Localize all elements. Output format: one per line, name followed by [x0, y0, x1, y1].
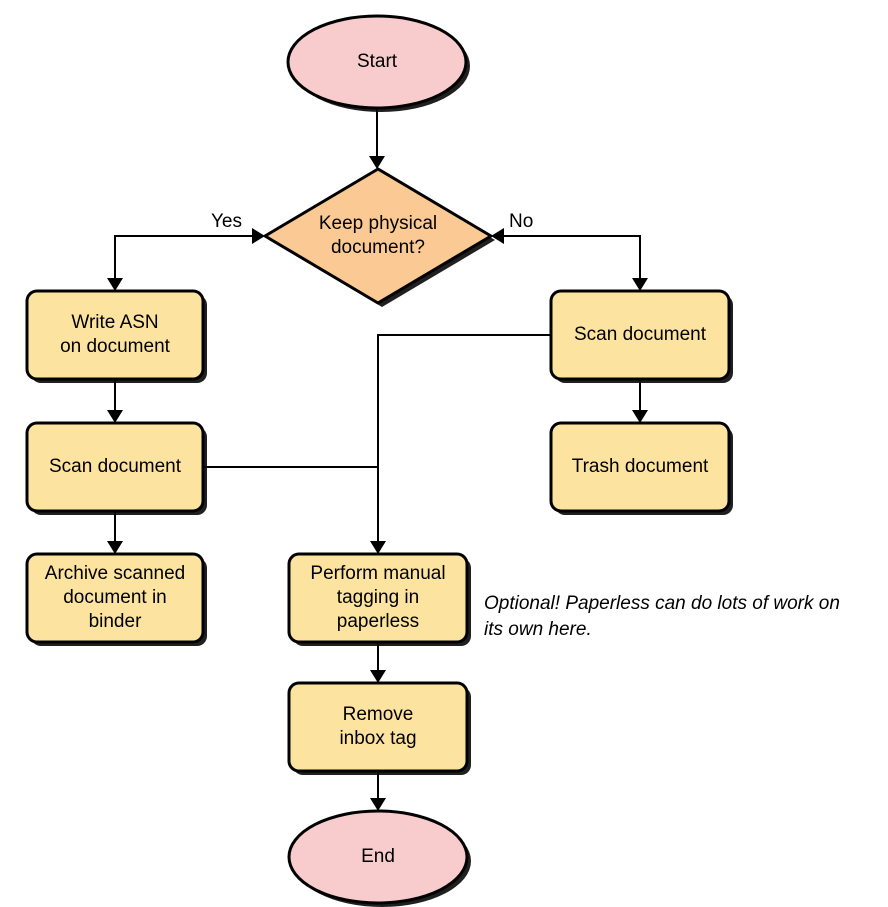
node-label: document?: [331, 237, 425, 258]
edge-scan-left-to-archive: [107, 511, 123, 554]
annotations-layer: Optional! Paperless can do lots of work …: [484, 593, 840, 640]
node-label: Remove: [343, 704, 414, 725]
process-shape[interactable]: [287, 552, 469, 644]
edge-scan-right-to-manual-tagging: [370, 334, 551, 554]
node-scan-document-right[interactable]: Scan document: [549, 289, 733, 383]
annotation-optional-note: Optional! Paperless can do lots of work …: [484, 593, 840, 640]
edge-decision-no-to-scan-right: No: [491, 211, 648, 291]
arrowhead-icon: [370, 798, 386, 811]
node-label: Trash document: [572, 456, 709, 477]
node-label: Perform manual: [310, 563, 445, 584]
edge-line: [377, 334, 551, 551]
node-perform-manual-tagging-in-paperless[interactable]: Perform manual tagging in paperless: [287, 552, 471, 646]
node-label: inbox tag: [339, 728, 416, 749]
process-shape[interactable]: [25, 421, 205, 513]
arrowhead-icon: [252, 228, 265, 244]
arrowhead-icon: [107, 410, 123, 423]
node-label: document in: [63, 587, 167, 608]
node-label: Start: [357, 51, 398, 72]
node-write-asn-on-document[interactable]: Write ASN on document: [25, 289, 207, 383]
node-label: Write ASN: [71, 312, 158, 333]
node-trash-document[interactable]: Trash document: [549, 421, 733, 515]
arrowhead-icon: [370, 541, 386, 554]
node-label: on document: [60, 336, 171, 357]
terminator-shape[interactable]: [287, 809, 469, 905]
arrowhead-icon: [369, 156, 385, 169]
node-label: tagging in: [337, 587, 419, 608]
node-label: Scan document: [574, 324, 707, 345]
arrowhead-icon: [632, 410, 648, 423]
node-label: Scan document: [49, 456, 182, 477]
node-scan-document-left[interactable]: Scan document: [25, 421, 207, 515]
arrowhead-icon: [107, 278, 123, 291]
edge-line: [114, 235, 262, 288]
node-label: paperless: [337, 611, 419, 632]
edge-decision-yes-to-write-asn: Yes: [107, 211, 265, 291]
edge-label-decision-yes-to-write-asn: Yes: [211, 211, 242, 232]
node-label: Archive scanned: [45, 563, 185, 584]
edge-line: [494, 235, 641, 288]
node-label: binder: [89, 611, 142, 632]
node-keep-physical-document[interactable]: Keep physical document?: [263, 167, 495, 307]
edges-layer: Yes No: [107, 108, 648, 811]
process-shape[interactable]: [25, 289, 205, 381]
arrowhead-icon: [370, 670, 386, 683]
arrowhead-icon: [632, 278, 648, 291]
annotation-line: Optional! Paperless can do lots of work …: [484, 593, 840, 614]
edge-remove-inbox-tag-to-end: [370, 771, 386, 811]
node-label: End: [361, 846, 395, 867]
node-start[interactable]: Start: [286, 14, 470, 112]
terminator-shape[interactable]: [286, 14, 468, 110]
node-label: Keep physical: [319, 213, 437, 234]
process-shape[interactable]: [549, 421, 731, 513]
arrowhead-icon: [491, 228, 504, 244]
node-end[interactable]: End: [287, 809, 471, 907]
node-remove-inbox-tag[interactable]: Remove inbox tag: [287, 681, 471, 775]
edge-manual-tagging-to-remove-inbox-tag: [370, 642, 386, 683]
annotation-line: its own here.: [484, 619, 592, 640]
node-archive-scanned-document-in-binder[interactable]: Archive scanned document in binder: [25, 552, 207, 646]
process-shape[interactable]: [549, 289, 731, 381]
process-shape[interactable]: [25, 552, 205, 644]
edge-scan-right-to-trash: [632, 379, 648, 423]
edge-write-asn-to-scan-left: [107, 379, 123, 423]
process-shape[interactable]: [287, 681, 469, 773]
edge-start-to-decision: [369, 108, 385, 169]
decision-shape[interactable]: [263, 167, 493, 305]
edge-label-decision-no-to-scan-right: No: [509, 211, 533, 232]
arrowhead-icon: [107, 541, 123, 554]
